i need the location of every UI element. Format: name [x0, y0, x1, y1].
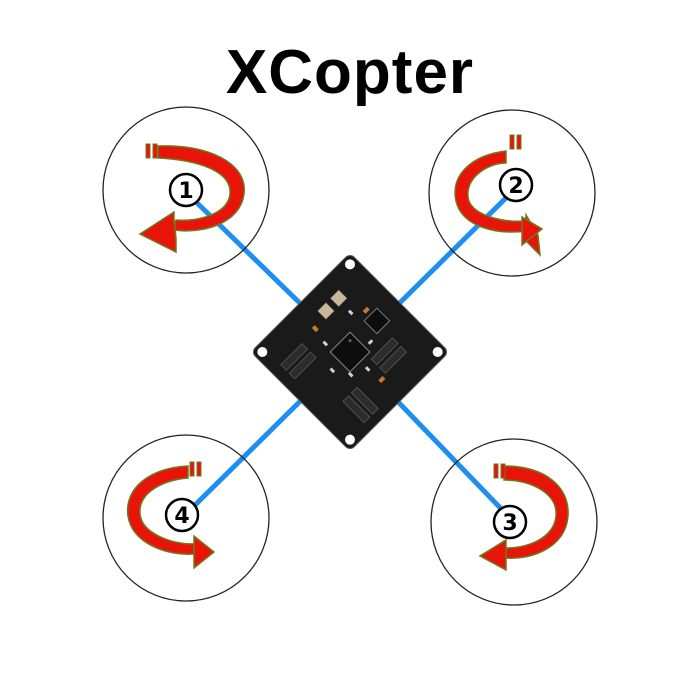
motor-label-1: 1 [178, 179, 193, 204]
motor-label-3: 3 [502, 511, 517, 536]
motor-badge-3: 3 [494, 506, 526, 538]
motor-badge-4: 4 [166, 499, 198, 531]
motor-label-2: 2 [508, 174, 523, 199]
motor-label-4: 4 [174, 504, 189, 529]
motor-badge-1: 1 [170, 174, 202, 206]
motor-badge-2: 2 [500, 169, 532, 201]
